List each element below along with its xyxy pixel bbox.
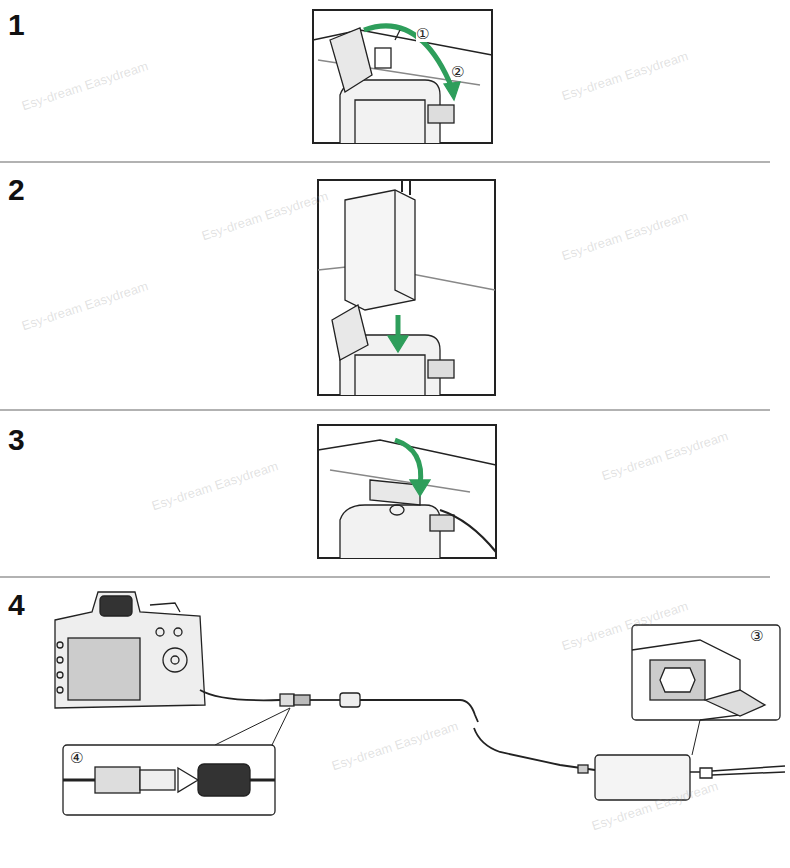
panel-insert-connector	[318, 180, 495, 395]
separator-lines	[0, 162, 770, 577]
watermark: Esy-dream Easydream	[330, 719, 460, 772]
camera-and-ac-adapter	[55, 592, 785, 815]
watermark: Esy-dream Easydream	[150, 459, 280, 512]
watermark: Esy-dream Easydream	[20, 59, 150, 112]
panel-open-cover	[313, 10, 492, 143]
step-number: 1	[8, 10, 25, 40]
watermark: Esy-dream Easydream	[200, 189, 330, 242]
watermark: Esy-dream Easydream	[600, 429, 730, 482]
step-number: 4	[8, 590, 25, 620]
callout-number: ④	[70, 751, 83, 766]
callout-number: ①	[416, 27, 429, 42]
callout-number: ③	[750, 629, 763, 644]
watermark: Esy-dream Easydream	[560, 49, 690, 102]
callout-number: ②	[451, 65, 464, 80]
watermark: Esy-dream Easydream	[20, 279, 150, 332]
step-number: 2	[8, 175, 25, 205]
step-number: 3	[8, 425, 25, 455]
panel-close-cover	[318, 425, 496, 558]
watermark: Esy-dream Easydream	[560, 209, 690, 262]
